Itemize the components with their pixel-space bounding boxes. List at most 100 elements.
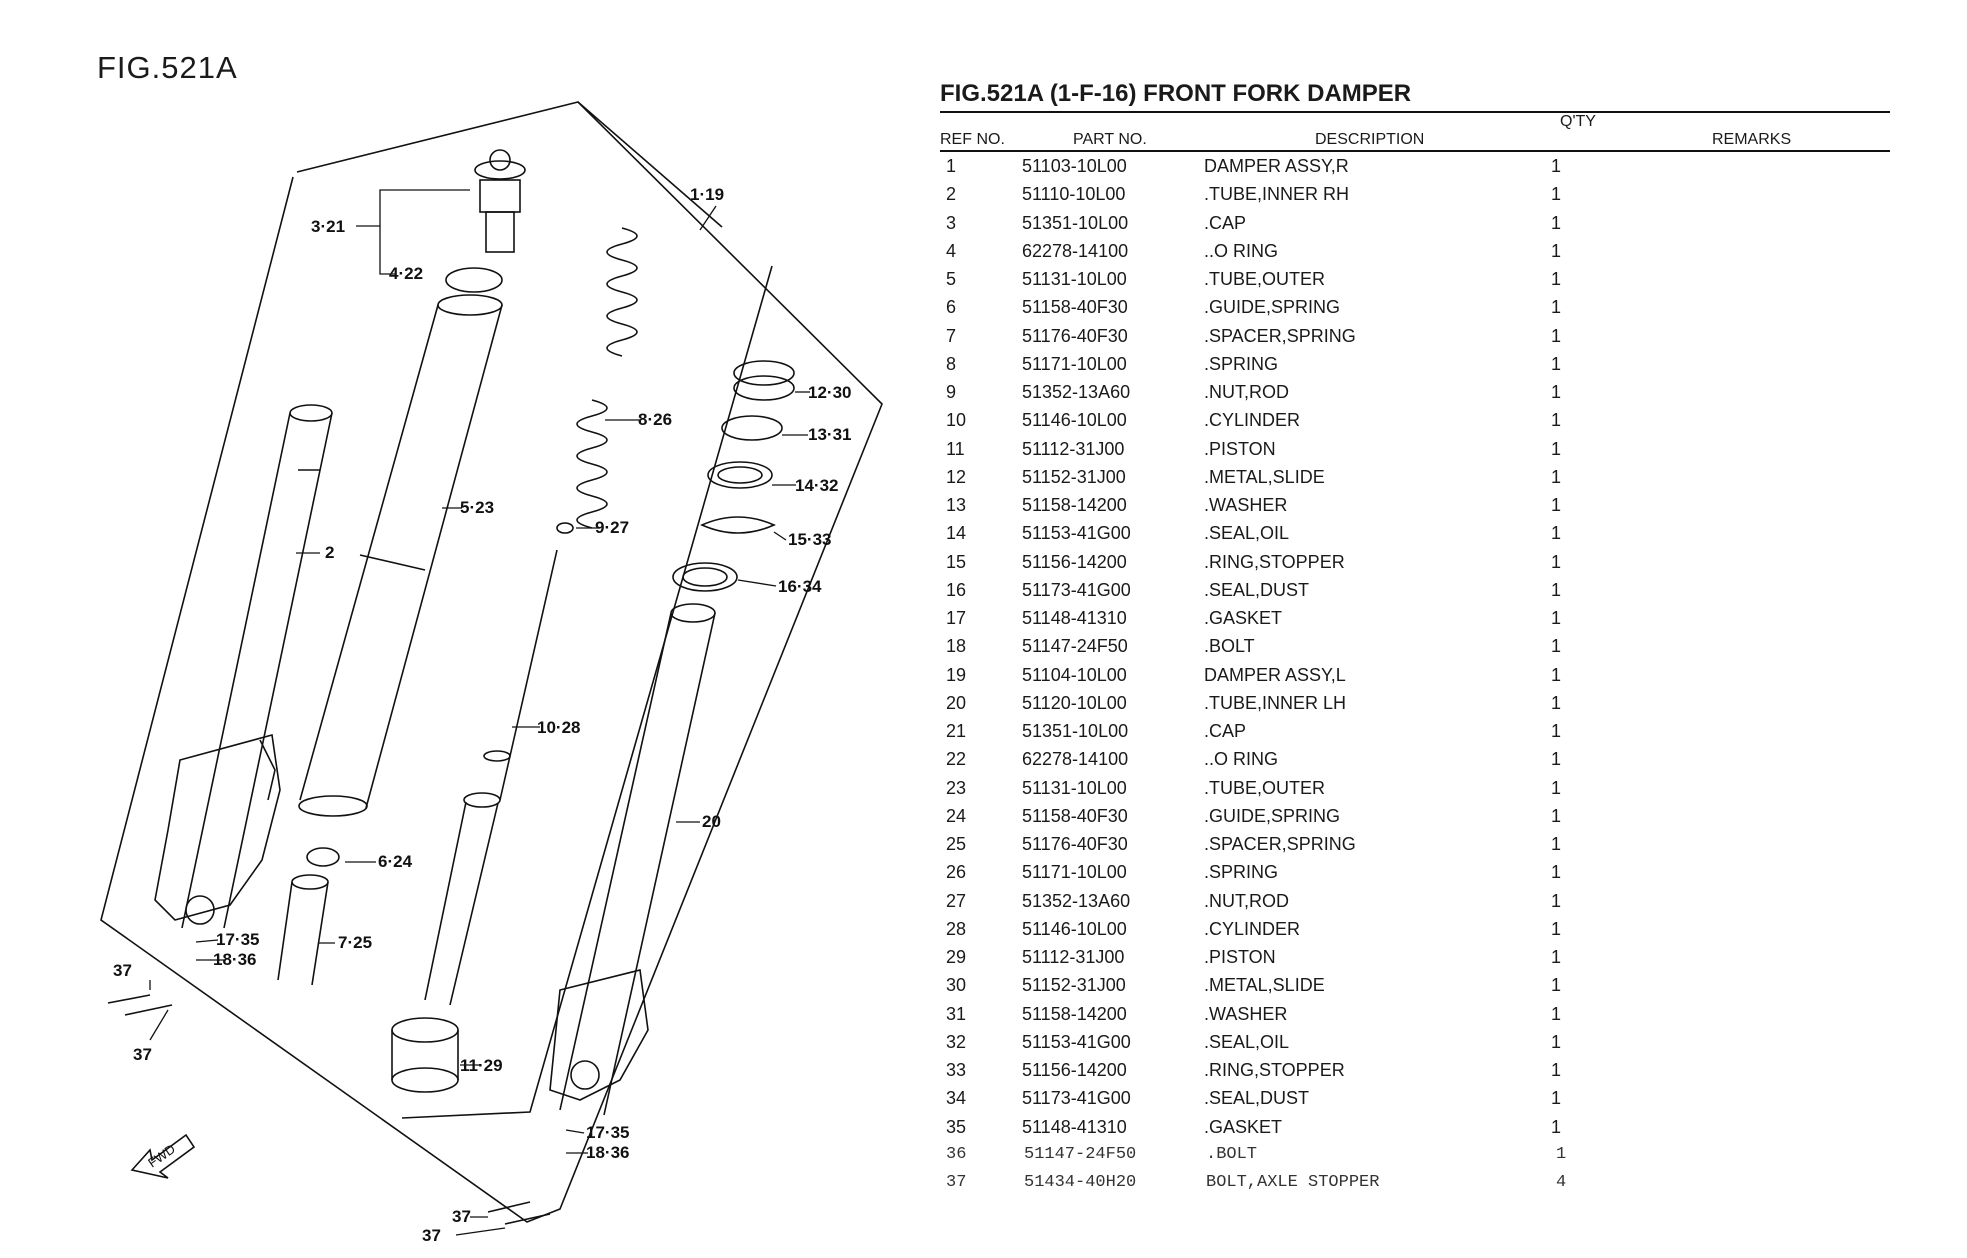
o-ring <box>445 267 503 293</box>
quantity-cell: 1 <box>1551 467 1562 487</box>
ref-cell: 16 <box>946 580 967 600</box>
description-cell: .METAL,SLIDE <box>1204 467 1325 487</box>
part-number-cell: 51146-10L00 <box>1022 919 1127 939</box>
quantity-cell: 1 <box>1551 693 1562 713</box>
quantity-cell: 1 <box>1551 523 1562 543</box>
part-number-cell: 51112-31J00 <box>1022 947 1125 967</box>
ref-cell: 37 <box>946 1173 967 1192</box>
part-number-cell: 51158-40F30 <box>1022 806 1128 826</box>
part-number-cell: 51176-40F30 <box>1022 326 1128 346</box>
description-cell: .NUT,ROD <box>1204 382 1289 402</box>
ref-cell: 4 <box>946 241 957 261</box>
quantity-cell: 1 <box>1551 297 1562 317</box>
description-cell: .PISTON <box>1204 947 1276 967</box>
description-cell: .RING,STOPPER <box>1204 1060 1345 1080</box>
ref-cell: 3 <box>946 213 957 233</box>
quantity-cell: 1 <box>1551 1060 1562 1080</box>
description-cell: .PISTON <box>1204 439 1276 459</box>
part-number-cell: 51158-14200 <box>1022 495 1127 515</box>
ref-cell: 7 <box>946 326 957 346</box>
quantity-cell: 1 <box>1551 269 1562 289</box>
inner-tube-rh <box>181 404 333 929</box>
part-number-cell: 51103-10L00 <box>1022 156 1127 176</box>
axle-bracket-lh <box>549 969 649 1101</box>
callout-1-19: 1·19 <box>690 185 724 204</box>
callout-18-36-right: 18·36 <box>213 950 256 969</box>
quantity-cell: 1 <box>1551 834 1562 854</box>
callout-10-28: 10·28 <box>537 718 580 737</box>
part-number-cell: 51148-41310 <box>1022 608 1127 628</box>
callout-12-30: 12·30 <box>808 383 851 402</box>
ref-cell: 24 <box>946 806 967 826</box>
quantity-cell: 1 <box>1556 1145 1567 1164</box>
inner-tube-lh <box>559 603 716 1116</box>
ref-cell: 25 <box>946 834 967 854</box>
ref-cell: 20 <box>946 693 967 713</box>
callout-8-26: 8·26 <box>638 410 672 429</box>
ref-cell: 6 <box>946 297 957 317</box>
description-cell: .METAL,SLIDE <box>1204 975 1325 995</box>
part-number-cell: 51158-14200 <box>1022 1004 1127 1024</box>
ref-cell: 31 <box>946 1004 967 1024</box>
part-number-cell: 51148-41310 <box>1022 1117 1127 1137</box>
part-number-cell: 51173-41G00 <box>1022 580 1131 600</box>
description-cell: .WASHER <box>1204 1004 1288 1024</box>
part-number-cell: 51156-14200 <box>1022 1060 1127 1080</box>
washer <box>721 415 783 441</box>
slide-metal <box>733 360 795 401</box>
quantity-cell: 1 <box>1551 439 1562 459</box>
header-rule <box>940 150 1890 152</box>
description-cell: .BOLT <box>1206 1145 1258 1164</box>
quantity-cell: 1 <box>1551 410 1562 430</box>
part-number-cell: 51434-40H20 <box>1024 1173 1137 1192</box>
description-cell: .RING,STOPPER <box>1204 552 1345 572</box>
part-number-cell: 51171-10L00 <box>1022 354 1127 374</box>
quantity-cell: 1 <box>1551 891 1562 911</box>
quantity-cell: 1 <box>1551 636 1562 656</box>
part-number-cell: 51171-10L00 <box>1022 862 1127 882</box>
quantity-cell: 1 <box>1551 721 1562 741</box>
table-title: FIG.521A (1-F-16) FRONT FORK DAMPER <box>940 80 1412 107</box>
ref-cell: 8 <box>946 354 957 374</box>
ref-cell: 9 <box>946 382 957 402</box>
description-cell: .SEAL,DUST <box>1204 580 1310 600</box>
quantity-cell: 1 <box>1551 778 1562 798</box>
part-number-cell: 51120-10L00 <box>1022 693 1127 713</box>
callout-3-21: 3·21 <box>311 217 345 236</box>
part-number-cell: 62278-14100 <box>1022 241 1129 261</box>
description-cell: .SEAL,OIL <box>1204 1032 1290 1052</box>
quantity-cell: 1 <box>1551 1117 1562 1137</box>
quantity-cell: 1 <box>1551 665 1562 685</box>
ref-cell: 5 <box>946 269 957 289</box>
callout-5-23: 5·23 <box>460 498 494 517</box>
quantity-cell: 1 <box>1551 947 1562 967</box>
oil-seal <box>707 461 773 489</box>
description-cell: .CAP <box>1204 213 1247 233</box>
quantity-cell: 1 <box>1551 241 1562 261</box>
description-cell: .NUT,ROD <box>1204 891 1289 911</box>
figure-label: FIG.521A <box>97 50 238 85</box>
ref-cell: 21 <box>946 721 967 741</box>
description-cell: ..O RING <box>1204 241 1279 261</box>
ref-cell: 1 <box>946 156 957 176</box>
ref-cell: 18 <box>946 636 967 656</box>
quantity-cell: 1 <box>1551 326 1562 346</box>
description-cell: .TUBE,INNER RH <box>1204 184 1350 204</box>
description-cell: .CYLINDER <box>1204 410 1301 430</box>
part-number-cell: 51352-13A60 <box>1022 382 1131 402</box>
